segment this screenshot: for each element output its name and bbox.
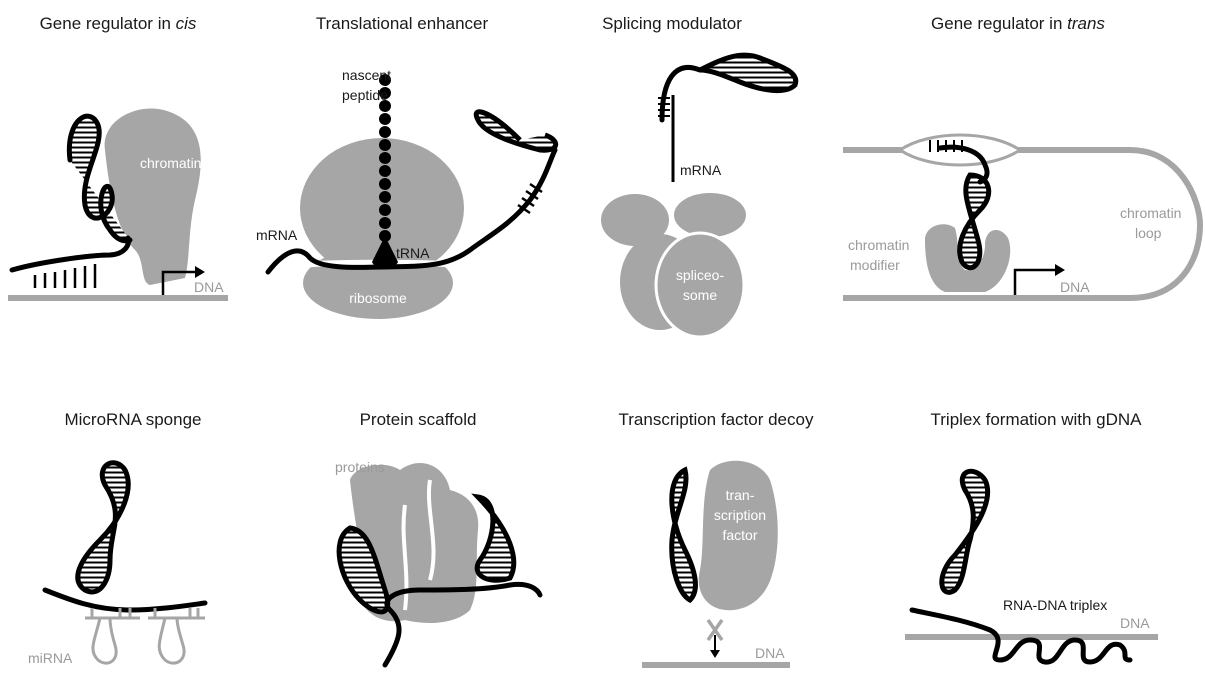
peptide-label: peptide xyxy=(342,87,388,103)
panel-title: Gene regulator in cis xyxy=(40,14,197,33)
nascent-label: nascent xyxy=(342,67,391,83)
chromatin-loop-label-1: chromatin xyxy=(1120,205,1181,221)
chromatin-modifier-label-1: chromatin xyxy=(848,237,909,253)
panel-triplex-formation: Triplex formation with gDNA DNA RNA-DNA … xyxy=(905,410,1158,662)
mrna-label: mRNA xyxy=(680,162,722,178)
rna-helix xyxy=(476,112,555,150)
panel-title: Triplex formation with gDNA xyxy=(931,410,1143,429)
ribosome-label: ribosome xyxy=(349,290,407,306)
tf-label-1: tran- xyxy=(726,487,755,503)
panel-transcription-factor-decoy: Transcription factor decoy tran- scripti… xyxy=(619,410,814,665)
spliceosome-subunit-4 xyxy=(656,233,744,337)
tf-label-2: scription xyxy=(714,507,766,523)
panel-translational-enhancer: Translational enhancer ribosome nascent … xyxy=(256,14,556,319)
panel-gene-regulator-cis: Gene regulator in cis chromatin DNA xyxy=(8,14,228,298)
mrna-label: mRNA xyxy=(256,227,298,243)
panel-title: Translational enhancer xyxy=(316,14,489,33)
rna-strand xyxy=(662,67,700,120)
panel-title: Gene regulator in trans xyxy=(931,14,1105,33)
spliceosome-label-1: spliceo- xyxy=(676,267,725,283)
dna-label: DNA xyxy=(1060,279,1090,295)
rna-helix xyxy=(672,470,696,600)
mirna-label: miRNA xyxy=(28,650,73,666)
chromatin-modifier-label-2: modifier xyxy=(850,257,900,273)
chromatin-loop-line xyxy=(843,150,1200,298)
rna-helix-right xyxy=(477,497,514,580)
dna-label: DNA xyxy=(194,279,224,295)
spliceosome-label-2: some xyxy=(683,287,717,303)
dna-label: DNA xyxy=(1120,615,1150,631)
dna-label: DNA xyxy=(755,645,785,661)
chromatin-loop-label-2: loop xyxy=(1135,225,1162,241)
panel-protein-scaffold: Protein scaffold proteins xyxy=(335,410,540,665)
chromatin-modifier-shape xyxy=(105,108,201,285)
rna-tail xyxy=(12,238,128,270)
rna-helix xyxy=(78,463,128,592)
base-pair-ticks xyxy=(35,264,95,288)
rna-helix xyxy=(700,55,796,90)
panel-splicing-modulator: Splicing modulator mRNA spliceo- some xyxy=(601,14,796,337)
panel-title: Transcription factor decoy xyxy=(619,410,814,429)
proteins-label: proteins xyxy=(335,459,385,475)
trna-label: tRNA xyxy=(396,245,430,261)
mirna-group xyxy=(85,608,205,663)
rna-helix xyxy=(942,471,988,592)
promoter-arrow xyxy=(1015,270,1055,295)
chromatin-label: chromatin xyxy=(140,155,201,171)
panel-microrna-sponge: MicroRNA sponge miRNA xyxy=(28,410,205,666)
panel-title: Protein scaffold xyxy=(360,410,477,429)
panel-title: MicroRNA sponge xyxy=(64,410,201,429)
spliceosome-subunit-2 xyxy=(674,193,746,237)
panel-title: Splicing modulator xyxy=(602,14,742,33)
rna-strand xyxy=(45,590,205,610)
tf-label-3: factor xyxy=(722,527,757,543)
triplex-label: RNA-DNA triplex xyxy=(1003,597,1107,613)
panel-gene-regulator-trans: Gene regulator in trans DNA chromatin mo… xyxy=(843,14,1200,298)
